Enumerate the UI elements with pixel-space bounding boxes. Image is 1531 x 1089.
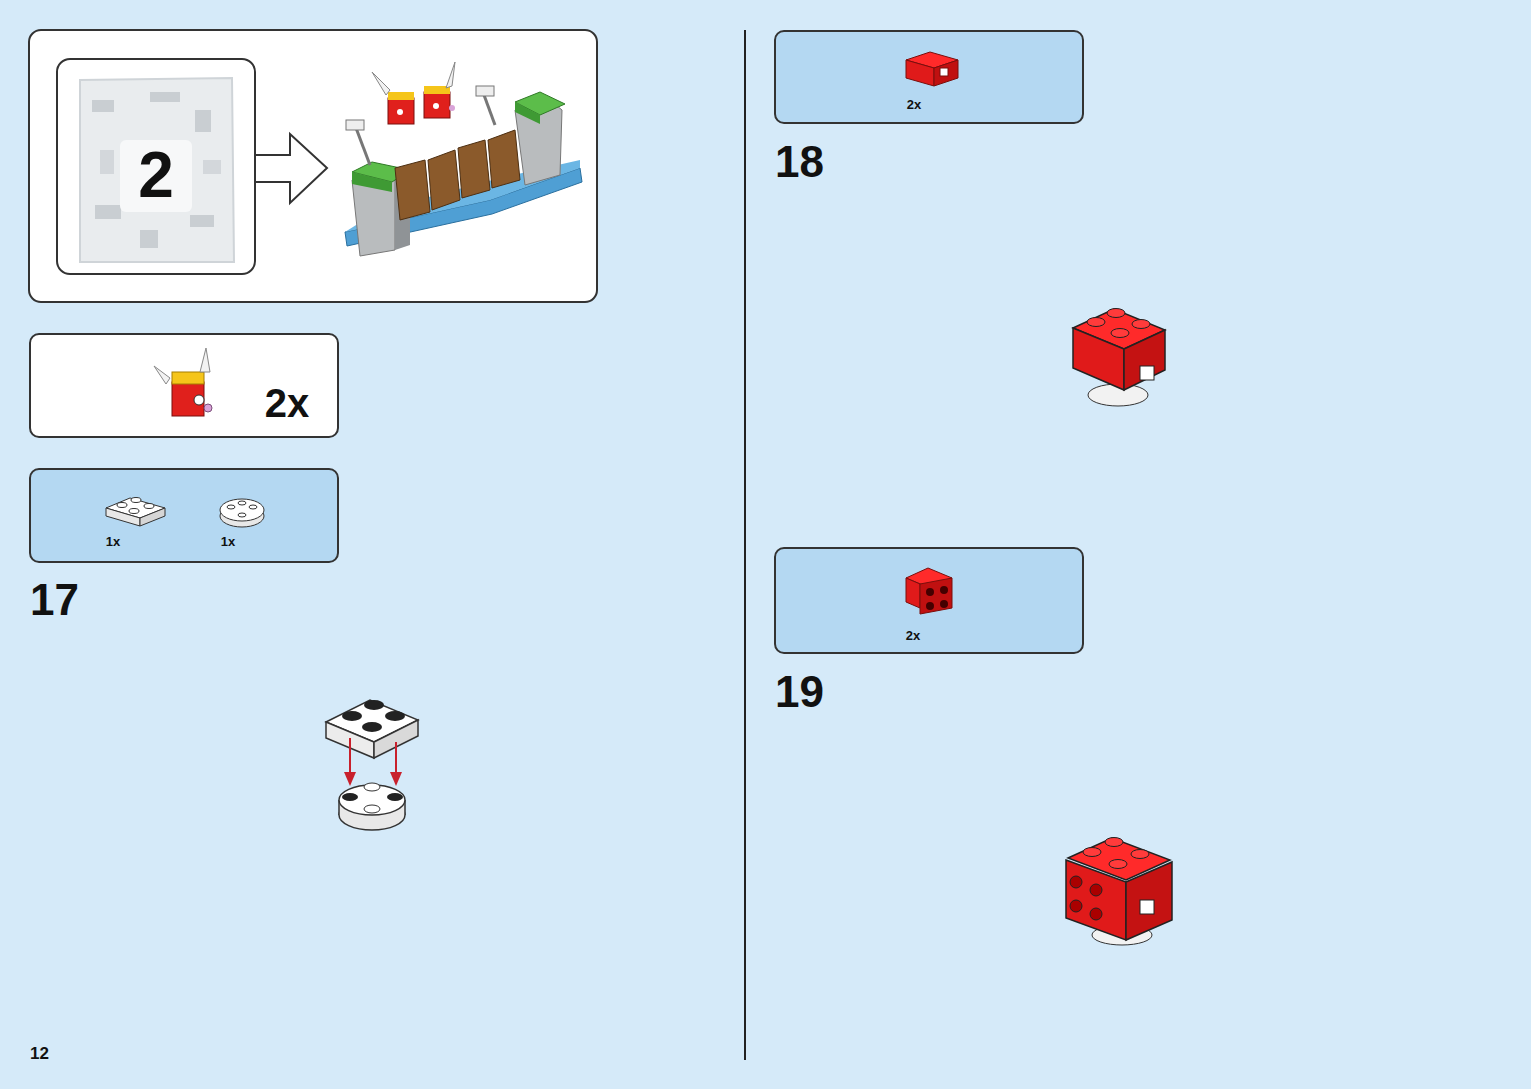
step18-assembly	[1073, 309, 1165, 407]
parts-callout: 2x	[774, 30, 1084, 124]
parts-callout: 1x 1x	[29, 468, 339, 563]
step17-assembly	[326, 700, 418, 830]
part-plate-2x2	[106, 498, 165, 527]
bag-box: 2	[56, 58, 256, 275]
part-red-brick	[906, 52, 958, 86]
submodel-fill	[30, 334, 338, 437]
parts-fill	[775, 548, 1083, 653]
step19-assembly	[1066, 838, 1172, 946]
page-divider	[744, 30, 746, 1060]
submodel-box: 2x	[29, 333, 339, 438]
flow-arrow	[256, 134, 327, 203]
step-number: 19	[775, 670, 824, 714]
parts-fill	[775, 31, 1083, 123]
quantity-label: 2x	[907, 98, 921, 111]
page-number: 12	[30, 1045, 49, 1062]
parts-callout: 2x	[774, 547, 1084, 654]
bridge-model	[345, 62, 582, 256]
big-number: 2	[138, 143, 174, 207]
bag-panel	[29, 30, 597, 302]
step-number: 17	[30, 578, 79, 622]
bag-box-fill	[57, 59, 255, 274]
quantity-label: 2x	[906, 629, 920, 642]
part-red-bracket	[906, 568, 952, 614]
parts-fill	[30, 469, 338, 562]
step-number: 18	[775, 140, 824, 184]
big-number: 2x	[265, 383, 310, 423]
parts-bag	[80, 78, 234, 262]
bird-figure	[154, 348, 212, 416]
quantity-label: 1x	[221, 535, 235, 548]
part-round-plate	[220, 499, 264, 527]
quantity-label: 1x	[106, 535, 120, 548]
